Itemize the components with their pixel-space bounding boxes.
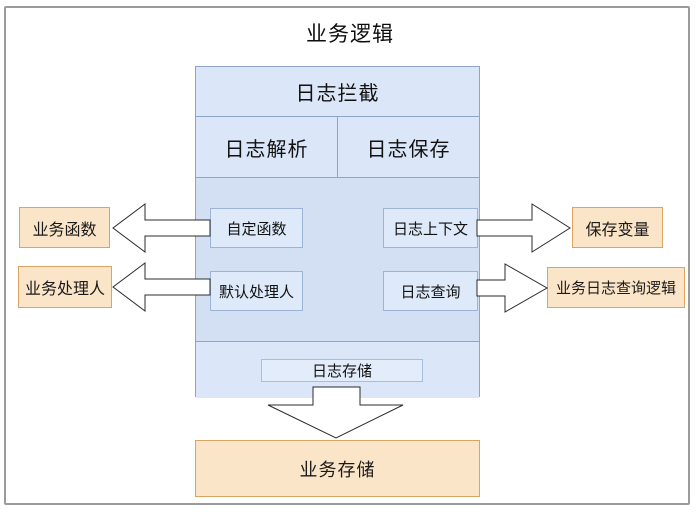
node-log-query: 日志查询 [383,271,478,311]
log-interceptor-container: 日志拦截 日志解析 日志保存 自定函数 日志上下文 默认处理人 日志查询 日志存… [195,66,480,398]
node-custom-function: 自定函数 [210,208,303,248]
section-log-parse: 日志解析 [196,117,338,177]
node-log-storage: 日志存储 [261,359,423,382]
page-title: 业务逻辑 [306,23,394,46]
node-business-handler: 业务处理人 [18,266,112,308]
node-business-function: 业务函数 [19,207,110,248]
log-storage-row: 日志存储 [196,341,479,398]
node-save-variable: 保存变量 [572,207,663,248]
interceptor-sections: 日志解析 日志保存 [196,117,479,178]
node-business-storage: 业务存储 [195,440,480,497]
section-log-save: 日志保存 [338,117,479,177]
node-business-log-query-logic: 业务日志查询逻辑 [547,267,685,308]
log-interceptor-header: 日志拦截 [196,67,479,117]
node-log-context: 日志上下文 [383,208,478,248]
node-default-handler: 默认处理人 [210,271,303,311]
